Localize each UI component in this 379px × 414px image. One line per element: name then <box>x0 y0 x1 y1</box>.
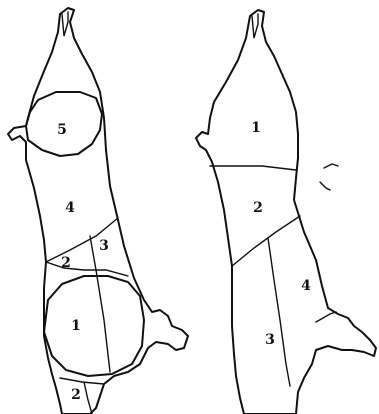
left-hook-inner <box>62 12 68 36</box>
left-divider-2-3 <box>46 262 128 276</box>
right-divider-1-2 <box>210 166 296 170</box>
right-divider-flank <box>316 312 336 322</box>
right-label-2: 2 <box>253 200 263 216</box>
right-mark-2 <box>320 182 330 190</box>
left-label-5: 5 <box>57 122 67 138</box>
left-divider-shank <box>60 378 104 384</box>
left-cut-1-round <box>44 276 144 376</box>
left-carcass-outline <box>8 8 188 414</box>
left-shank-line <box>84 382 92 414</box>
right-divider-2-lower <box>232 216 300 266</box>
right-carcass-outline <box>196 10 376 414</box>
right-carcass <box>196 10 376 414</box>
right-label-4: 4 <box>301 278 311 294</box>
left-divider-vertical <box>90 236 110 372</box>
left-carcass <box>8 8 188 414</box>
right-mark-1 <box>324 164 338 168</box>
left-label-1: 1 <box>71 318 81 334</box>
left-label-2-top: 2 <box>61 255 71 271</box>
right-divider-3-4 <box>268 238 290 386</box>
right-label-3: 3 <box>265 332 275 348</box>
left-label-4: 4 <box>65 200 75 216</box>
right-hook-inner <box>252 14 258 38</box>
right-label-1: 1 <box>251 120 261 136</box>
left-label-2-bottom: 2 <box>71 387 81 403</box>
left-label-3: 3 <box>99 238 109 254</box>
